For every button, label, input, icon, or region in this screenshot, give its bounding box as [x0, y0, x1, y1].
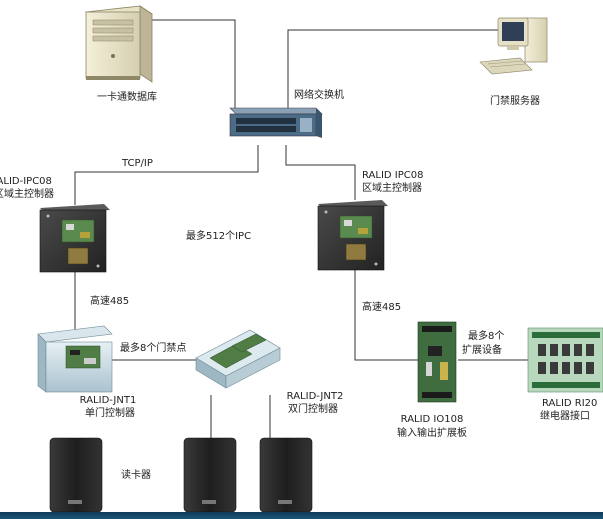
ipc-right-to-io08-line [354, 270, 418, 361]
card-reader-icon [183, 437, 237, 513]
ipc-left-cabinet-icon [39, 204, 110, 273]
ri20-board-icon [527, 327, 603, 393]
switch-label: 网络交换机 [294, 90, 344, 101]
rs485-left-label: 高速485 [90, 296, 130, 307]
ipc-left-sublabel: 区域主控制器 [0, 189, 54, 200]
db-to-switch-line [148, 19, 236, 108]
jnt1-sublabel: 单门控制器 [85, 408, 135, 419]
max-doors-label: 最多8个门禁点 [120, 343, 187, 354]
tcpip-label: TCP/IP [122, 158, 153, 169]
ipc-right-label: RALID IPC08 [362, 170, 424, 181]
jnt1-label: RALID-JNT1 [79, 395, 137, 406]
jnt1-controller-icon [37, 325, 113, 393]
rs485-right-label: 高速485 [362, 302, 402, 313]
ipc-right-sublabel: 区域主控制器 [362, 183, 422, 194]
access-server-label: 门禁服务器 [490, 96, 540, 107]
io108-label: RALID IO108 [400, 414, 464, 425]
ri20-sublabel: 继电器接口 [540, 411, 590, 422]
db-server-icon [84, 5, 154, 83]
ipc-left-label: RALID-IPC08 [0, 176, 52, 187]
switch-to-ipc-right-line [285, 145, 356, 200]
jnt2-sublabel: 双门控制器 [288, 404, 338, 415]
access-server-icon [479, 17, 548, 75]
card-reader-icon [49, 437, 103, 513]
card-reader-icon [259, 437, 313, 513]
jnt2-label: RALID-JNT2 [286, 391, 344, 402]
bottom-bar [0, 512, 603, 519]
db-server-label: 一卡通数据库 [97, 92, 157, 103]
connection-lines [74, 19, 528, 438]
network-switch-icon [229, 107, 323, 138]
card-reader-label: 读卡器 [121, 470, 151, 481]
jnt2-controller-icon [195, 329, 281, 389]
ipc-right-cabinet-icon [317, 200, 388, 271]
max-ext-label-2: 扩展设备 [462, 345, 502, 356]
io108-sublabel: 输入输出扩展板 [397, 428, 467, 439]
max-ipc-label: 最多512个IPC [186, 231, 252, 242]
switch-to-ipc-left-line [74, 145, 259, 205]
io108-board-icon [417, 321, 457, 403]
max-ext-label-1: 最多8个 [468, 331, 505, 342]
ri20-label: RALID RI20 [542, 398, 598, 409]
switch-to-access-server-line [287, 29, 498, 108]
